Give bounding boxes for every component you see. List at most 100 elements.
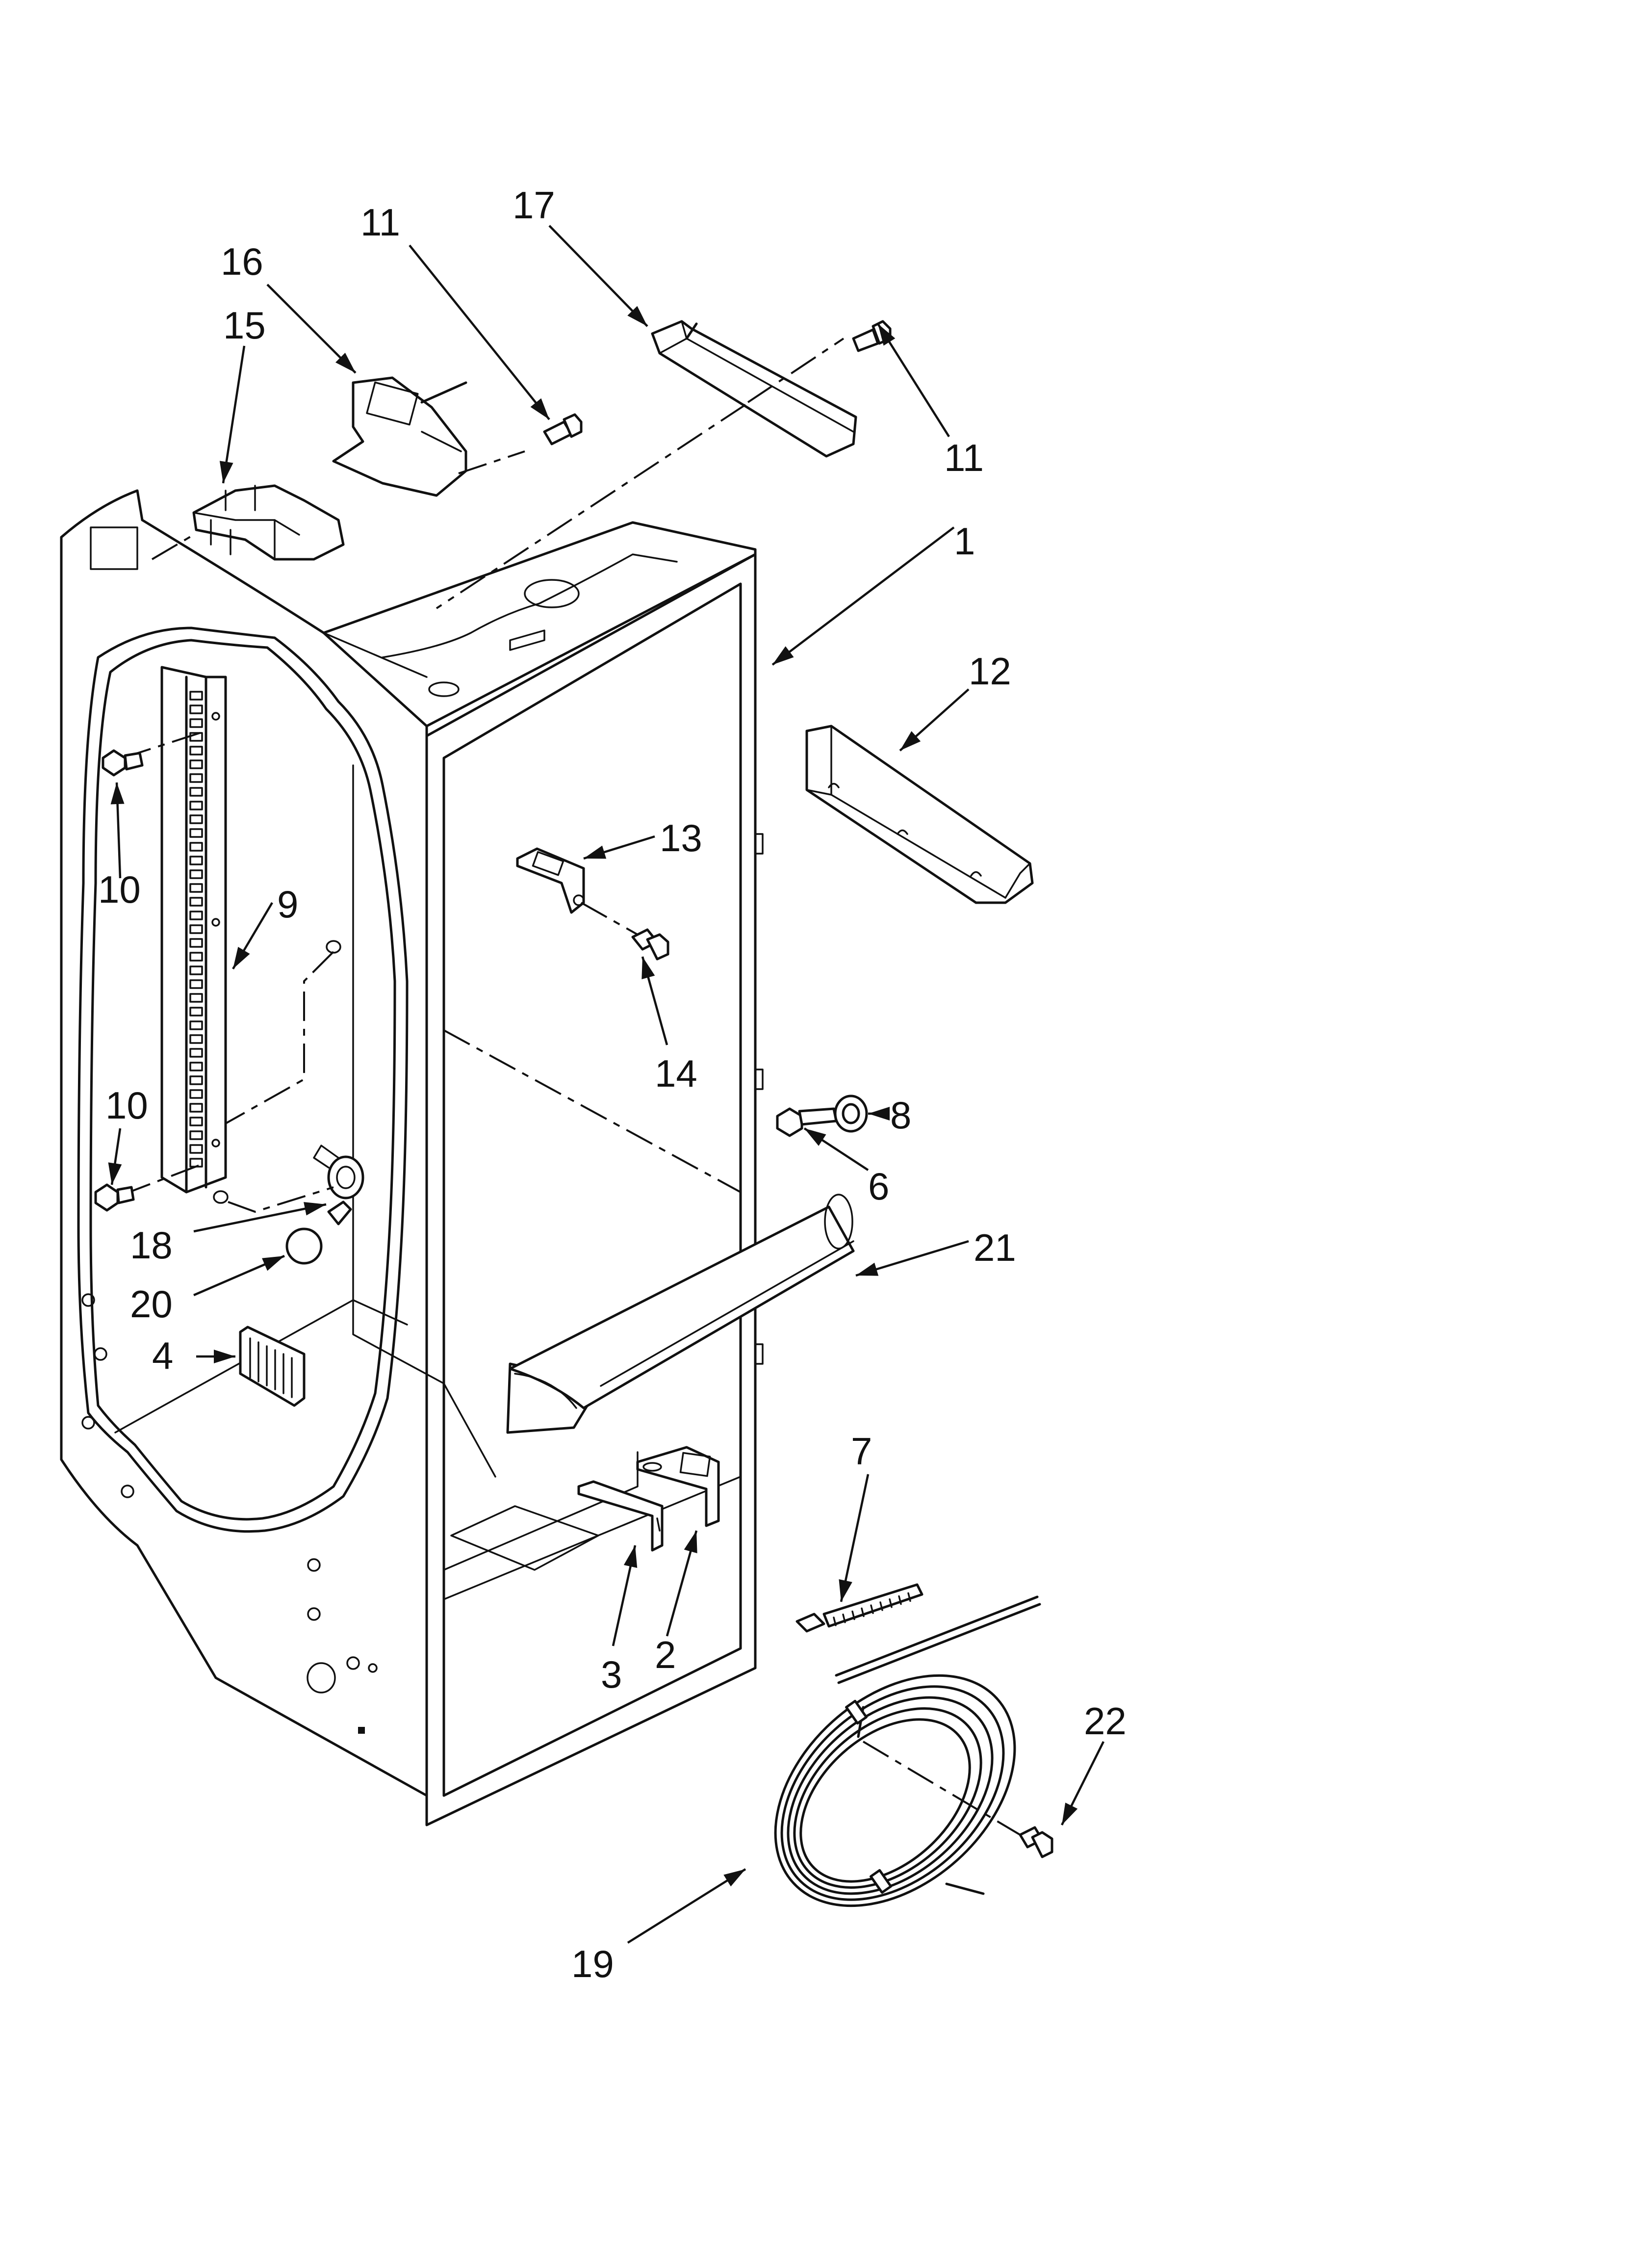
rail-slot — [189, 691, 203, 701]
rail-slot — [189, 704, 203, 714]
rail-slot — [189, 1048, 203, 1058]
callout-17: 17 — [513, 183, 555, 227]
rail-slot — [189, 718, 203, 728]
tie-tooth — [898, 1595, 902, 1605]
leader-arrowhead — [335, 352, 356, 373]
leader-arrowhead — [804, 1128, 826, 1146]
leader-arrowhead — [110, 782, 125, 805]
tie-tooth — [851, 1610, 855, 1620]
rail-slot — [189, 965, 203, 975]
callout-1: 1 — [954, 520, 975, 563]
rail-slot — [189, 787, 203, 797]
rail-slot — [189, 828, 203, 838]
rail-slot — [189, 1103, 203, 1113]
rail-slot — [189, 938, 203, 948]
tie-tooth — [833, 1616, 837, 1626]
callout-6: 6 — [868, 1165, 889, 1208]
leader-line — [627, 1868, 746, 1944]
rail-slot — [189, 856, 203, 865]
callout-16: 16 — [221, 240, 263, 283]
leader-arrowhead — [878, 324, 896, 346]
grommet-8 — [834, 1095, 868, 1133]
screw-22 — [1019, 1826, 1053, 1858]
bracket-13 — [516, 847, 585, 914]
tie-tooth — [907, 1592, 911, 1602]
light-shield-16 — [332, 376, 467, 497]
leader-line — [409, 244, 550, 420]
screw-10-top — [102, 749, 144, 777]
leader-arrowhead — [627, 306, 647, 326]
leader-arrowhead — [684, 1531, 697, 1554]
leader-lines — [108, 225, 1105, 1944]
callout-11: 11 — [360, 201, 400, 244]
leader-arrowhead — [214, 1350, 235, 1363]
callout-10: 10 — [105, 1084, 148, 1127]
bracket-3 — [577, 1480, 664, 1552]
leader-arrowhead — [839, 1579, 852, 1602]
leader-line — [548, 225, 648, 327]
tie-tooth — [842, 1614, 846, 1623]
rail-slot — [189, 883, 203, 893]
leader-arrowhead — [584, 845, 607, 859]
shelf-rail — [122, 666, 341, 1196]
rail-slot — [189, 759, 203, 769]
callout-labels: 17 11 16 15 11 1 12 13 10 9 14 10 8 6 18… — [98, 183, 1127, 1985]
tie-tooth — [889, 1598, 893, 1608]
tie-tooth — [870, 1604, 874, 1614]
leader-arrowhead — [233, 947, 250, 969]
rail-slot — [189, 746, 203, 756]
callout-12: 12 — [969, 650, 1011, 693]
rail-slot — [189, 1144, 203, 1154]
callout-11: 11 — [944, 436, 984, 479]
leader-arrowhead — [641, 957, 655, 980]
callout-19: 19 — [571, 1942, 614, 1985]
rail-slot — [189, 1089, 203, 1099]
rail-slot — [189, 993, 203, 1003]
leader-arrowhead — [304, 1202, 326, 1216]
rail-slot — [189, 1062, 203, 1071]
rail-slot — [189, 1075, 203, 1085]
rail-slot — [189, 773, 203, 783]
screw-11-upper — [543, 413, 583, 445]
leader-arrowhead — [623, 1545, 638, 1568]
rail-slot — [189, 979, 203, 989]
screw-6 — [776, 1107, 838, 1137]
leader-arrowhead — [772, 646, 794, 665]
leader-arrowhead — [262, 1256, 284, 1271]
tie-tooth — [861, 1607, 865, 1617]
screw-10-bottom — [94, 1183, 135, 1212]
leader-arrowhead — [856, 1262, 879, 1276]
callout-14: 14 — [655, 1052, 697, 1095]
duct-cover-21 — [506, 1194, 855, 1434]
leader-line — [840, 1474, 870, 1602]
callout-10: 10 — [98, 868, 141, 911]
rail-slot — [189, 1117, 203, 1126]
rail-slot — [189, 869, 203, 879]
rail-slot — [189, 801, 203, 810]
leader-line — [222, 345, 246, 484]
control-housing-15 — [192, 484, 345, 561]
bracket-2 — [636, 1446, 720, 1527]
callout-20: 20 — [130, 1282, 173, 1326]
leader-line — [771, 526, 955, 666]
leader-line — [193, 1203, 327, 1233]
rail-slot — [189, 1020, 203, 1030]
callout-7: 7 — [851, 1430, 872, 1473]
rail-slot — [189, 952, 203, 962]
leader-arrowhead — [868, 1107, 890, 1121]
callout-18: 18 — [130, 1224, 173, 1267]
callout-13: 13 — [660, 816, 702, 860]
callout-8: 8 — [890, 1094, 911, 1137]
light-bulb-20 — [285, 1200, 352, 1265]
rail-slot — [189, 897, 203, 907]
vent-grille-4 — [239, 1326, 306, 1407]
rail-slot — [189, 924, 203, 934]
water-tubing-19 — [774, 1595, 1041, 1907]
callout-21: 21 — [974, 1226, 1016, 1269]
leader-arrowhead — [723, 1869, 745, 1887]
screw-14 — [631, 928, 669, 961]
callout-3: 3 — [601, 1653, 622, 1696]
rail-slot — [189, 842, 203, 852]
rail-17 — [651, 320, 857, 458]
rail-slot — [189, 1034, 203, 1044]
